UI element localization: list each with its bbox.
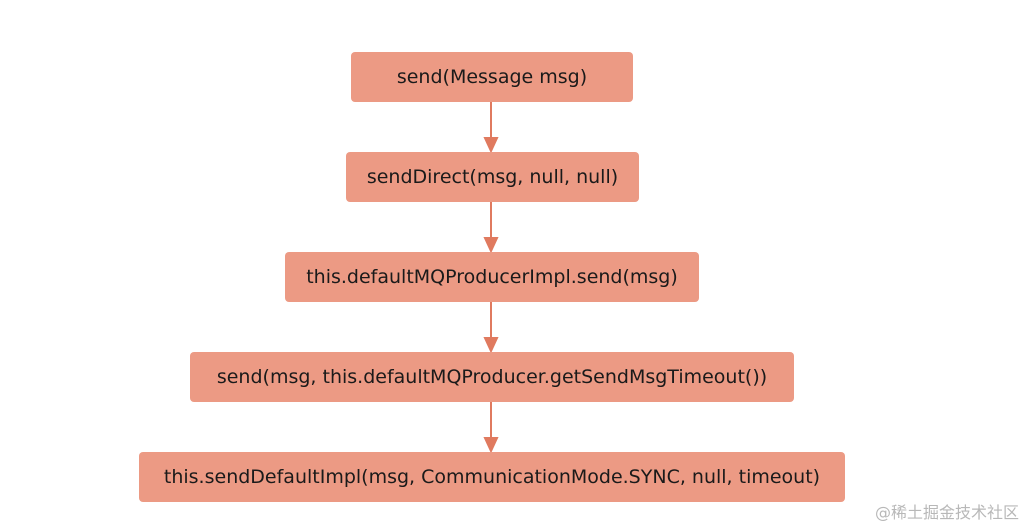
arrowhead-2-to-3 [483,237,499,254]
flow-step-producer-impl-send: this.defaultMQProducerImpl.send(msg) [285,252,699,302]
flow-step-label: sendDirect(msg, null, null) [366,165,619,188]
flow-step-send-default-impl: this.sendDefaultImpl(msg, CommunicationM… [139,452,845,502]
flow-step-label: send(Message msg) [396,65,588,88]
flow-step-label: this.defaultMQProducerImpl.send(msg) [306,265,678,288]
flow-step-label: this.sendDefaultImpl(msg, CommunicationM… [163,465,821,488]
flow-step-send-with-timeout: send(msg, this.defaultMQProducer.getSend… [190,352,794,402]
arrowhead-4-to-5 [483,437,499,454]
flow-step-send-message: send(Message msg) [351,52,633,102]
arrowhead-1-to-2 [483,137,499,154]
flow-step-send-direct: sendDirect(msg, null, null) [346,152,639,202]
watermark-text: @稀土掘金技术社区 [874,503,1019,522]
flow-step-label: send(msg, this.defaultMQProducer.getSend… [216,365,768,388]
arrowhead-3-to-4 [483,337,499,354]
